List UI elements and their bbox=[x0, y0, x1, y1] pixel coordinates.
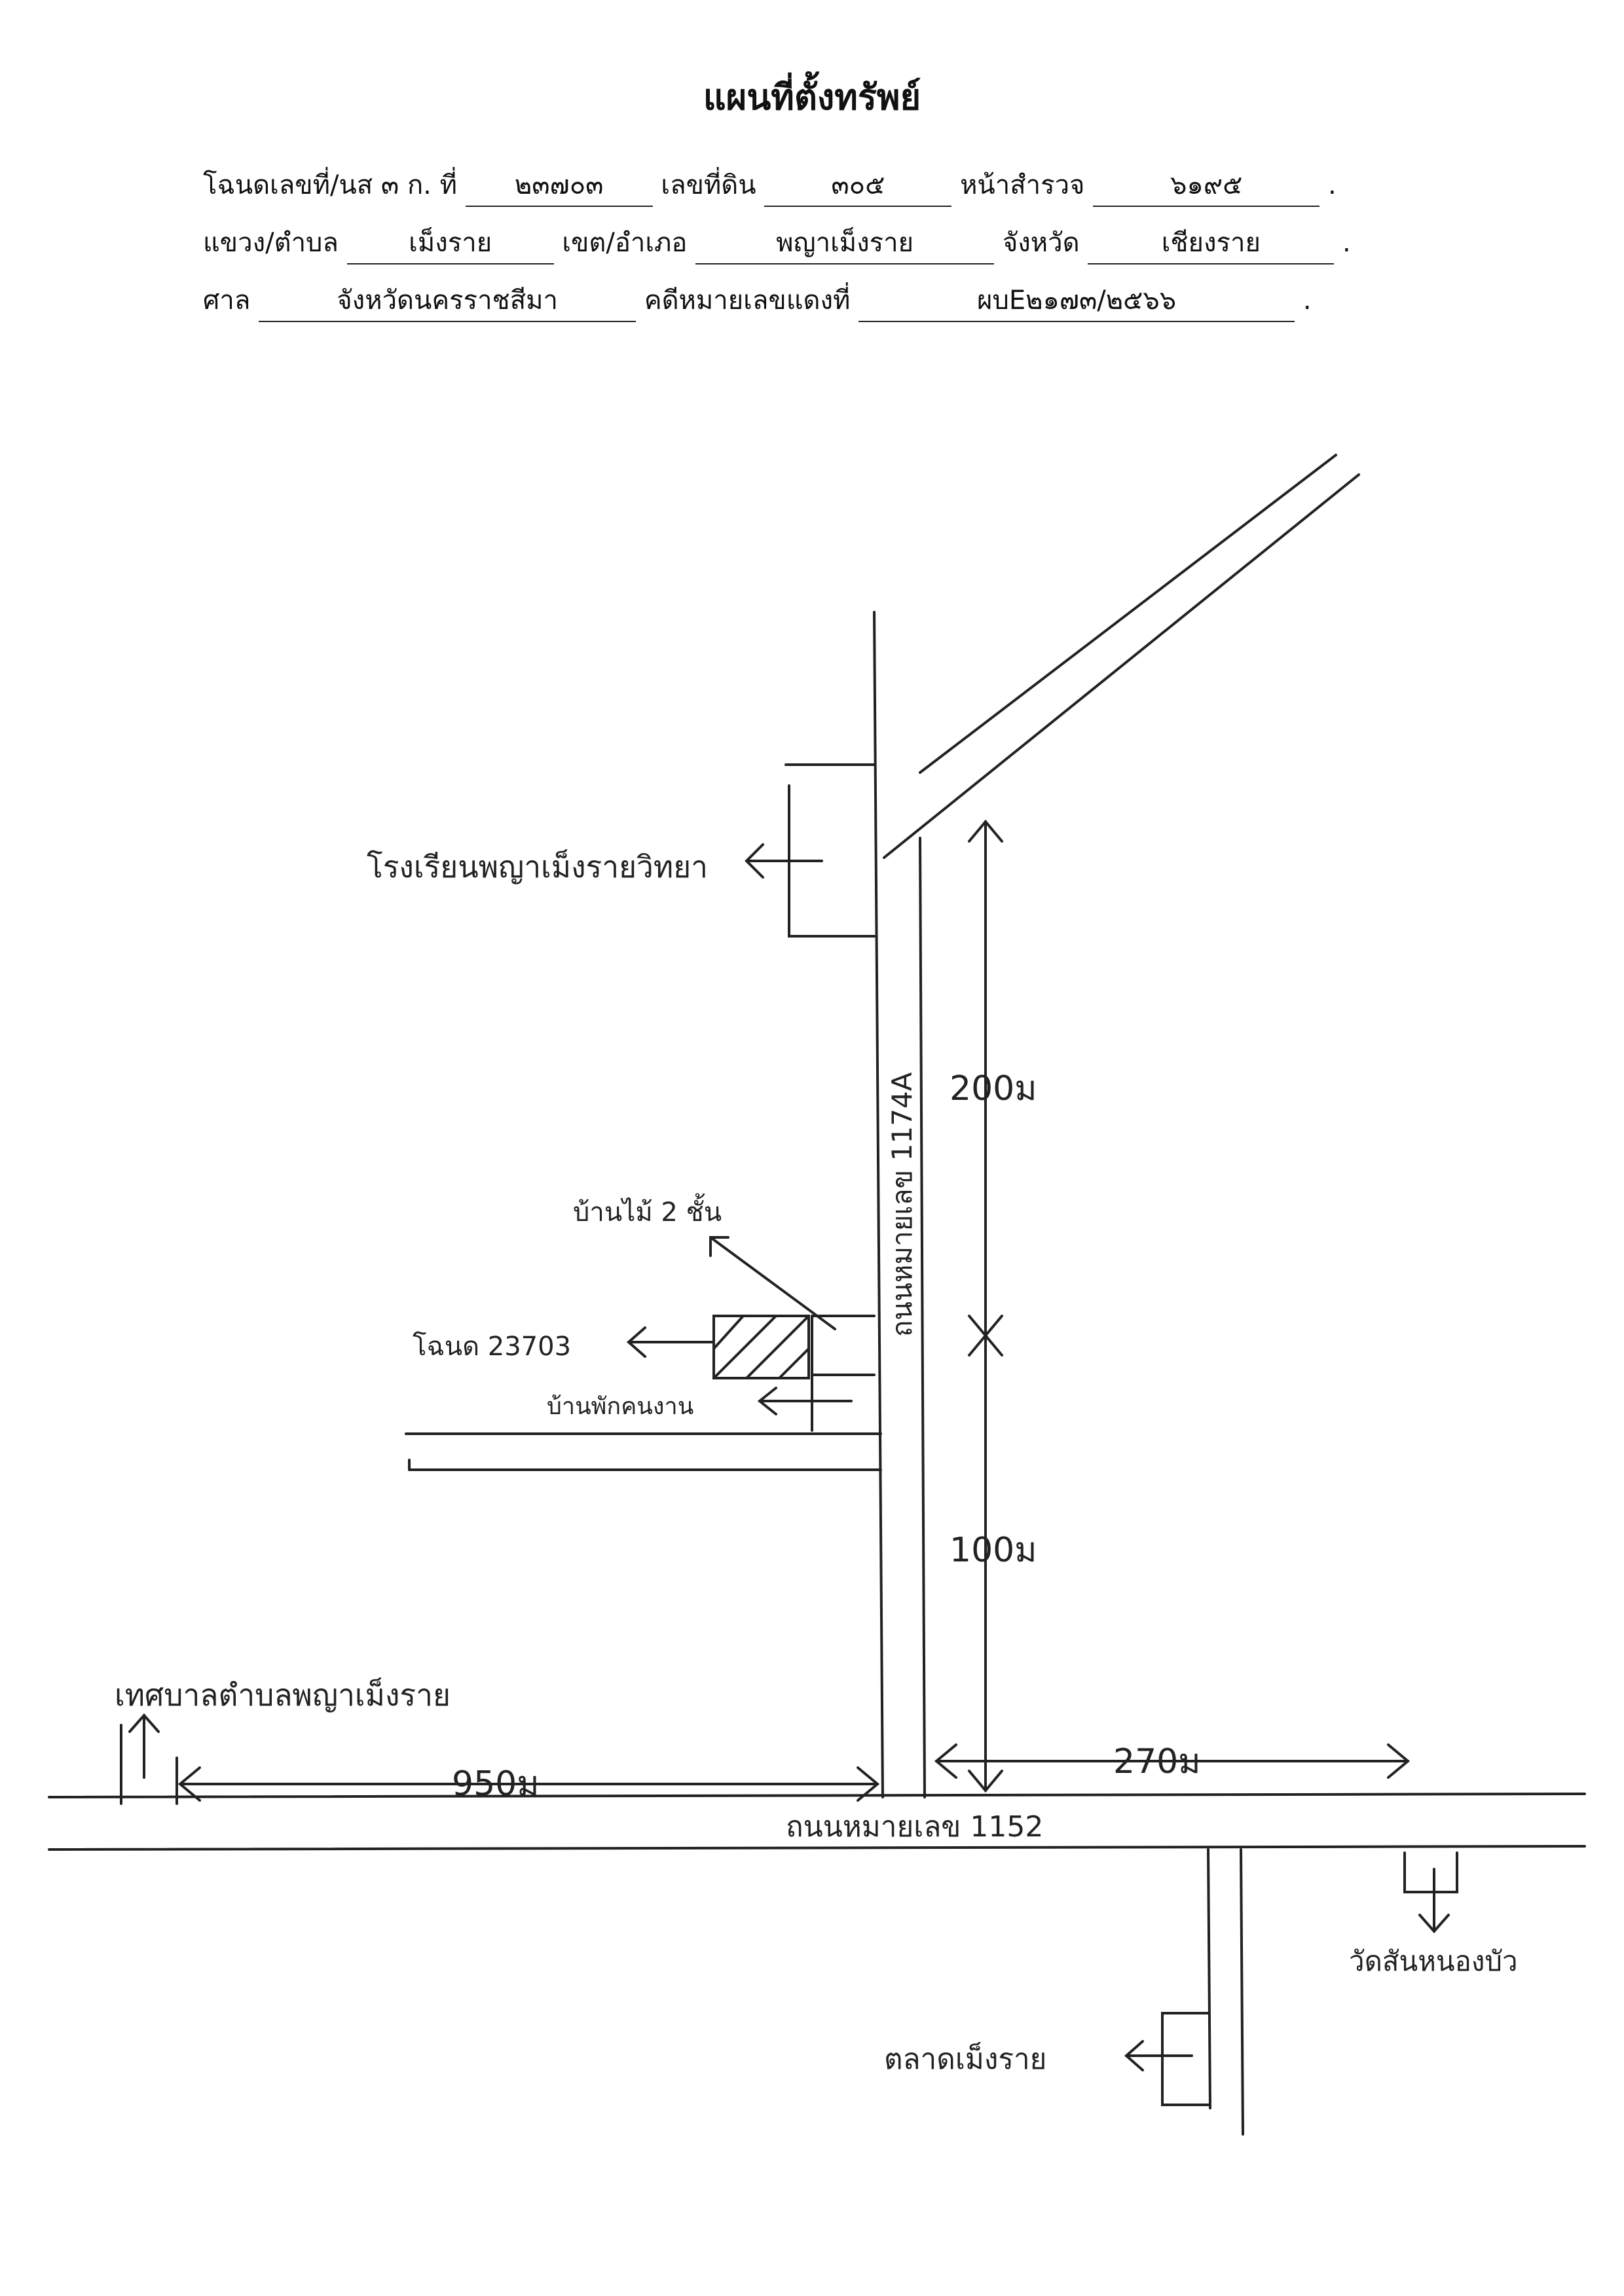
end-mark: . bbox=[1327, 170, 1337, 200]
survey-page: ๖๑๙๕ bbox=[1093, 164, 1320, 207]
dist-200-label: 200ม bbox=[950, 1069, 1037, 1108]
house-box bbox=[712, 1315, 810, 1379]
end-mark: . bbox=[1342, 228, 1351, 258]
house-label: บ้านไม้ 2 ชั้น bbox=[573, 1193, 722, 1228]
court: จังหวัดนครราชสีมา bbox=[259, 279, 637, 322]
province: เชียงราย bbox=[1088, 221, 1335, 264]
horizontal-road-top bbox=[48, 1793, 1586, 1798]
header-row-2: แขวง/ตำบล เม็งราย เขต/อำเภอ พญาเม็งราย จ… bbox=[203, 221, 1351, 264]
diagonal-road-edge-2 bbox=[883, 473, 1360, 859]
horizontal-road-label: ถนนหมายเลข 1152 bbox=[786, 1810, 1043, 1844]
municipal-label: เทศบาลตำบลพญาเม็งราย bbox=[115, 1677, 451, 1713]
dist-950-label: 950ม bbox=[452, 1764, 540, 1804]
district-label: เขต/อำเภอ bbox=[562, 228, 688, 258]
rest-house-label: บ้านพักคนงาน bbox=[547, 1393, 693, 1420]
province-label: จังหวัด bbox=[1002, 228, 1080, 258]
case-number: ผบE๒๑๗๓/๒๕๖๖ bbox=[858, 279, 1295, 322]
subdistrict-label: แขวง/ตำบล bbox=[203, 228, 339, 258]
road-right-edge bbox=[919, 837, 926, 1798]
market-label: ตลาดเม็งราย bbox=[884, 2042, 1046, 2076]
house-pointer bbox=[709, 1236, 836, 1330]
deed-label: โฉนด 23703 bbox=[413, 1332, 571, 1362]
road-left-edge bbox=[873, 611, 884, 1798]
temple-label: วัดสันหนองบัว bbox=[1349, 1945, 1518, 1977]
lower-road-left bbox=[1207, 1848, 1211, 2109]
vertical-road-label: ถนนหมายเลข 1174A bbox=[886, 1072, 918, 1337]
school-label: โรงเรียนพญาเม็งรายวิทยา bbox=[367, 849, 708, 884]
document-title: แผนที่ตั้งทรัพย์ bbox=[703, 77, 921, 118]
header-row-1: โฉนดเลขที่/นส ๓ ก. ที่ ๒๓๗๐๓ เลขที่ดิน ๓… bbox=[203, 164, 1337, 207]
lower-road-right bbox=[1240, 1848, 1244, 2136]
deed-label: โฉนดเลขที่/นส ๓ ก. ที่ bbox=[203, 170, 457, 200]
dist-270-label: 270ม bbox=[1113, 1742, 1201, 1781]
horizontal-road-bottom bbox=[48, 1845, 1586, 1851]
district: พญาเม็งราย bbox=[695, 221, 995, 264]
land-number-label: เลขที่ดิน bbox=[661, 170, 756, 200]
land-number: ๓๐๕ bbox=[764, 164, 952, 207]
case-label: คดีหมายเลขแดงที่ bbox=[644, 285, 851, 316]
court-label: ศาล bbox=[203, 285, 251, 316]
subdistrict: เม็งราย bbox=[346, 221, 554, 264]
deed-number: ๒๓๗๐๓ bbox=[465, 164, 653, 207]
dist-100-label: 100ม bbox=[950, 1531, 1037, 1570]
end-mark: . bbox=[1302, 285, 1312, 316]
survey-page-label: หน้าสำรวจ bbox=[960, 170, 1085, 200]
diagonal-road-edge-1 bbox=[919, 454, 1337, 774]
header-row-3: ศาล จังหวัดนครราชสีมา คดีหมายเลขแดงที่ ผ… bbox=[203, 279, 1312, 322]
